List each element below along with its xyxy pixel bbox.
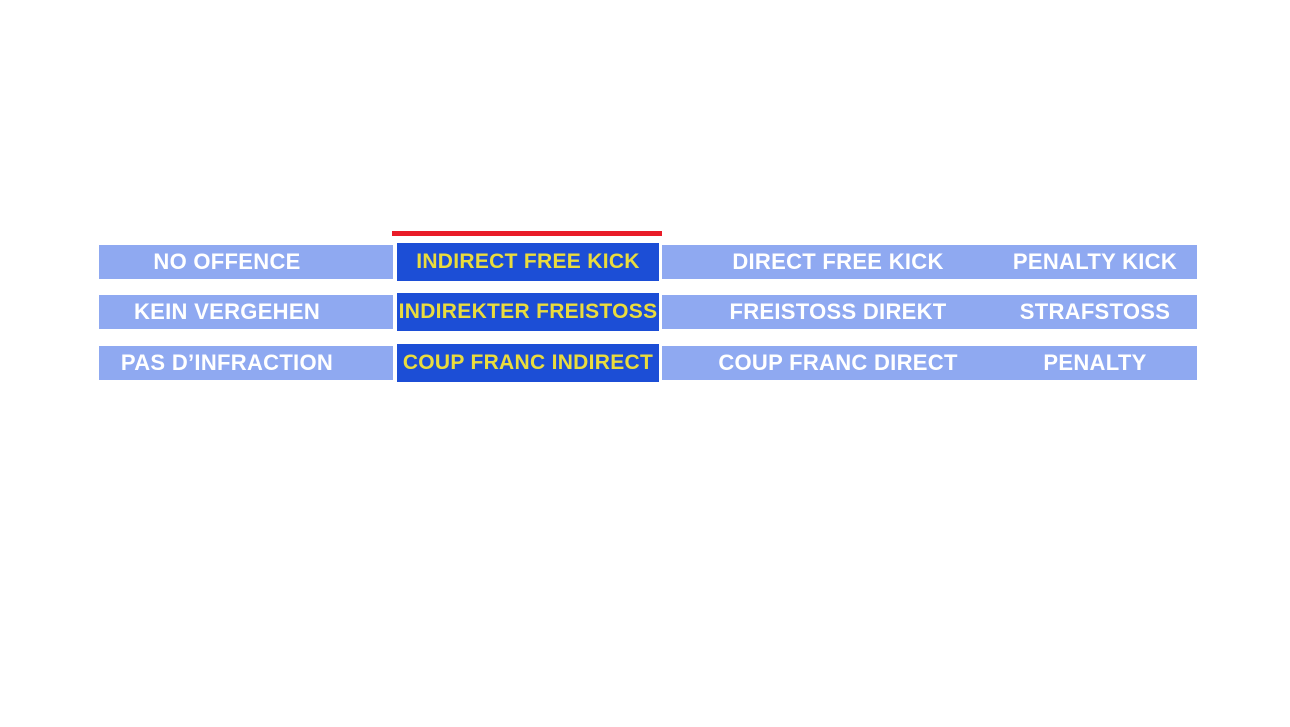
selected-column-indicator: [392, 231, 662, 236]
option-indirect-free-kick-fr-selected[interactable]: COUP FRANC INDIRECT: [397, 344, 659, 382]
option-direct-free-kick-de[interactable]: FREISTOSS DIREKT: [729, 299, 947, 324]
option-label: COUP FRANC INDIRECT: [402, 351, 654, 374]
option-direct-free-kick-en[interactable]: DIRECT FREE KICK: [732, 249, 944, 274]
option-penalty-kick-de[interactable]: STRAFSTOSS: [1019, 299, 1171, 324]
options-direct-penalty-fr[interactable]: COUP FRANC DIRECT PENALTY: [662, 346, 1197, 380]
option-label: INDIREKTER FREISTOSS: [398, 300, 658, 323]
option-direct-free-kick-fr[interactable]: COUP FRANC DIRECT: [718, 350, 958, 375]
option-no-offence-de[interactable]: KEIN VERGEHEN: [99, 295, 393, 329]
option-no-offence-en[interactable]: NO OFFENCE: [99, 245, 393, 279]
option-label: KEIN VERGEHEN: [133, 299, 321, 324]
option-label: PAS D’INFRACTION: [120, 350, 334, 375]
options-direct-penalty-de[interactable]: FREISTOSS DIREKT STRAFSTOSS: [662, 295, 1197, 329]
option-label: NO OFFENCE: [153, 249, 301, 274]
option-indirect-free-kick-de-selected[interactable]: INDIREKTER FREISTOSS: [397, 293, 659, 331]
options-direct-penalty-en[interactable]: DIRECT FREE KICK PENALTY KICK: [662, 245, 1197, 279]
option-penalty-kick-en[interactable]: PENALTY KICK: [1012, 249, 1178, 274]
option-no-offence-fr[interactable]: PAS D’INFRACTION: [99, 346, 393, 380]
option-label: INDIRECT FREE KICK: [416, 250, 640, 273]
option-indirect-free-kick-en-selected[interactable]: INDIRECT FREE KICK: [397, 243, 659, 281]
option-penalty-kick-fr[interactable]: PENALTY: [1043, 350, 1147, 375]
